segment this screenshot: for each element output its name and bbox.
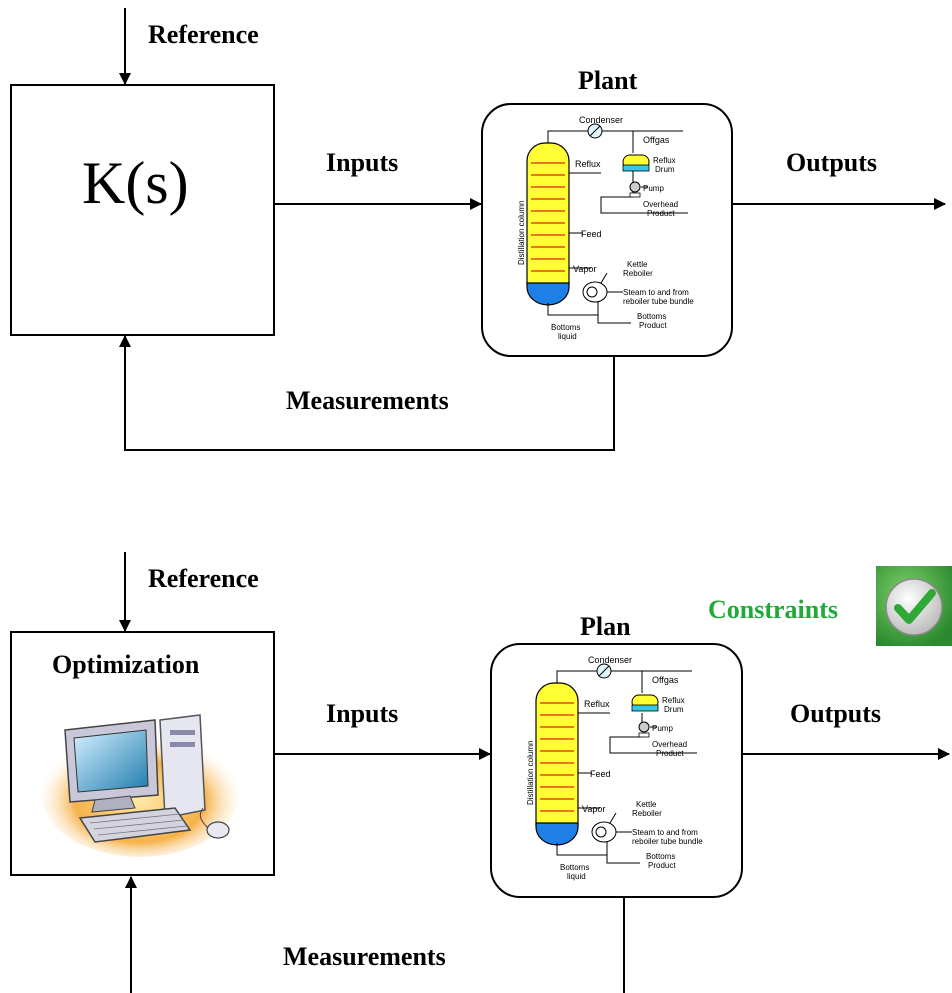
bottoms-liquid-label-1: Bottoms [560, 863, 589, 872]
bottom-plant-label: Plan [580, 612, 631, 641]
bottoms-product-label-1: Bottoms [646, 852, 675, 861]
check-badge-icon [876, 566, 952, 646]
kettle-label-2: Reboiler [623, 269, 653, 278]
steam-label-2: reboiler tube bundle [632, 837, 703, 846]
bottoms-liquid-label-2: liquid [558, 332, 577, 341]
bottoms-product-label-2: Product [639, 321, 667, 330]
offgas-label: Offgas [643, 135, 670, 145]
bottom-outputs-label: Outputs [790, 699, 882, 728]
bottoms-product-label-2: Product [648, 861, 676, 870]
top-inputs-label: Inputs [326, 148, 399, 177]
reflux-drum-label-2: Drum [655, 165, 675, 174]
computer-icon [42, 714, 238, 857]
reflux-drum-label-1: Reflux [662, 696, 685, 705]
bottom-reference-label: Reference [148, 564, 259, 593]
feed-label: Feed [590, 769, 611, 779]
bottoms-liquid-label-1: Bottoms [551, 323, 580, 332]
top-plant-label: Plant [578, 66, 638, 95]
overhead-label-1: Overhead [643, 200, 678, 209]
kettle-label-1: Kettle [627, 260, 648, 269]
top-outputs-label: Outputs [786, 148, 878, 177]
top-controller-box [10, 84, 275, 336]
reflux-drum-label-1: Reflux [653, 156, 676, 165]
overhead-label-1: Overhead [652, 740, 687, 749]
bottoms-liquid-label-2: liquid [567, 872, 586, 881]
constraints-label: Constraints [708, 595, 839, 624]
feed-label: Feed [581, 229, 602, 239]
kettle-label-1: Kettle [636, 800, 657, 809]
steam-label-1: Steam to and from [623, 288, 689, 297]
column-label: Distillation column [526, 741, 535, 805]
steam-label-1: Steam to and from [632, 828, 698, 837]
offgas-label: Offgas [652, 675, 679, 685]
bottom-inputs-label: Inputs [326, 699, 399, 728]
top-measurement-loop [124, 338, 615, 451]
overhead-label-2: Product [656, 749, 684, 758]
distillation-diagram: Condenser Offgas Reflux Reflux Drum Pump… [517, 115, 694, 341]
kettle-label-2: Reboiler [632, 809, 662, 818]
overhead-label-2: Product [647, 209, 675, 218]
vapor-label: Vapor [573, 264, 596, 274]
column-label: Distillation column [517, 201, 526, 265]
condenser-label: Condenser [579, 115, 623, 125]
condenser-label: Condenser [588, 655, 632, 665]
reflux-drum-label-2: Drum [664, 705, 684, 714]
reflux-label: Reflux [584, 699, 610, 709]
vapor-label: Vapor [582, 804, 605, 814]
reflux-label: Reflux [575, 159, 601, 169]
top-controller-label: K(s) [82, 150, 189, 216]
bottom-plant: Condenser Offgas Reflux Reflux Drum Pump… [490, 643, 743, 898]
steam-label-2: reboiler tube bundle [623, 297, 694, 306]
pump-label: Pump [652, 724, 673, 733]
top-plant: Condenser Offgas Reflux Reflux Drum Pump… [481, 103, 733, 357]
distillation-diagram-2: Condenser Offgas Reflux Reflux Drum Pump… [526, 655, 703, 881]
top-measurements-label: Measurements [286, 386, 449, 415]
top-reference-label: Reference [148, 20, 259, 49]
bottom-measurements-label: Measurements [283, 942, 446, 971]
pump-label: Pump [643, 184, 664, 193]
bottom-controller-label: Optimization [52, 650, 200, 679]
bottoms-product-label-1: Bottoms [637, 312, 666, 321]
